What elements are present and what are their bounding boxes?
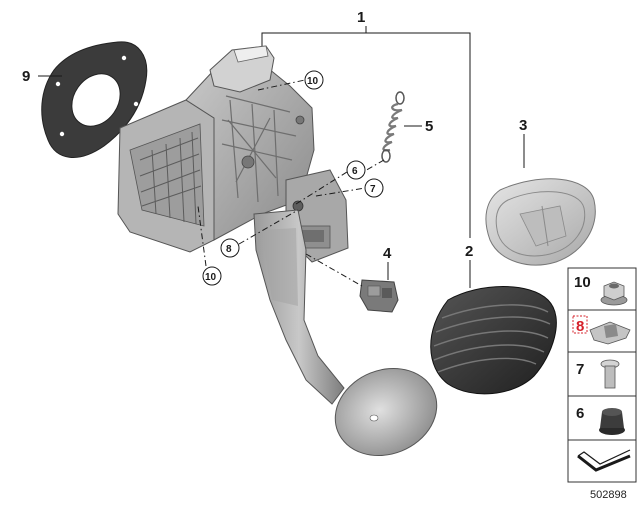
- legend-item-8-number: 8: [576, 318, 584, 335]
- pedal-pad-part: [430, 286, 557, 395]
- rubber-buffer-icon: [599, 408, 625, 435]
- legend-item-6-number: 6: [576, 405, 584, 422]
- callout-3: 3: [519, 117, 527, 134]
- callout-8: 8: [226, 244, 232, 255]
- legend-item-7-number: 7: [576, 361, 584, 378]
- legend-item-10-number: 10: [574, 274, 591, 291]
- callout-1: 1: [357, 9, 365, 26]
- arrow-icon: [577, 449, 631, 472]
- spring-part: [381, 91, 405, 163]
- bolt-icon: [600, 359, 620, 389]
- callout-10-bottom: 10: [205, 272, 217, 283]
- callout-2: 2: [465, 243, 473, 260]
- callout-7: 7: [370, 184, 376, 195]
- diagram-code: 502898: [590, 489, 627, 501]
- callout-6: 6: [352, 166, 358, 177]
- switch-part: [359, 279, 399, 313]
- flange-nut-icon: [600, 281, 628, 306]
- clip-icon: [589, 321, 631, 345]
- callout-9: 9: [22, 68, 30, 85]
- parts-legend: 10 8 7 6: [567, 267, 637, 483]
- pedal-pad-cover-part: [485, 178, 596, 266]
- callout-5: 5: [425, 118, 433, 135]
- pedal-bracket-part: [117, 45, 438, 457]
- callout-10-top: 10: [307, 76, 319, 87]
- callout-4: 4: [383, 245, 392, 262]
